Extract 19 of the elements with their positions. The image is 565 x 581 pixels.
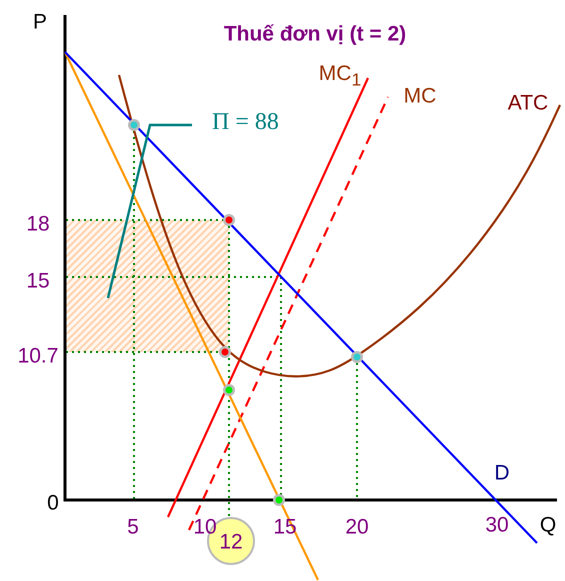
tick-label: 10.7 <box>18 346 58 366</box>
tick-label: 12 <box>219 532 243 552</box>
chart-title: Thuế đơn vị (t = 2) <box>224 24 406 44</box>
curve-label: MC$_{1}$ <box>318 63 362 89</box>
axis-label: P <box>33 12 47 32</box>
tick-label: 5 <box>127 516 139 538</box>
leader-line <box>106 124 192 298</box>
tick-label: 20 <box>345 516 369 538</box>
tick-label: 15 <box>26 270 50 292</box>
curve-label: MC <box>404 86 436 106</box>
tick-label: 10 <box>193 516 217 538</box>
tick-label: 30 <box>485 514 509 536</box>
profit-label: Π = 88 <box>212 106 302 138</box>
tick-label: 0 <box>47 492 59 514</box>
curve-label: ATC <box>508 92 548 114</box>
profit-area <box>66 220 229 352</box>
axis-label: Q <box>540 514 556 536</box>
curve-label: D <box>494 462 510 484</box>
tick-label: 18 <box>26 214 50 234</box>
